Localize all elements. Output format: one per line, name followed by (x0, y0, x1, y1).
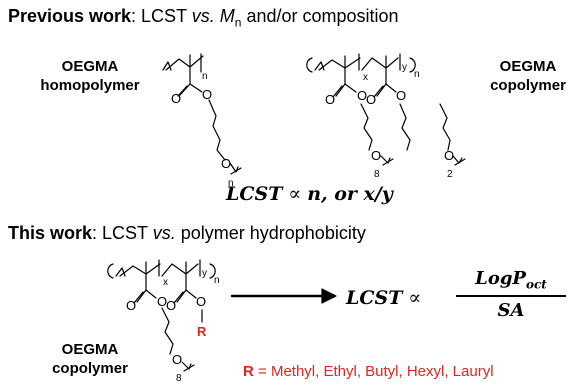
homopolymer-label: OEGMA homopolymer (40, 58, 140, 94)
fraction-bar (456, 294, 566, 297)
homo-ether-o: O (221, 156, 231, 171)
copolymer-label-top: OEGMA copolymer (490, 58, 566, 94)
bottom-y-subscript: y (202, 268, 207, 279)
copolymer-n-subscript: n (414, 69, 420, 80)
bottom-carbonyl-o-2: O (166, 298, 176, 313)
equation-lcst-n: LCST∝n, or x/y (226, 183, 393, 205)
copolymer-y-subscript: y (402, 62, 407, 73)
copolymer-x-subscript: x (363, 72, 368, 83)
copolymer-ester-o-2: O (396, 88, 406, 103)
copolymer-carbonyl-o-2: O (366, 92, 376, 107)
bottom-repeat-8: 8 (176, 373, 182, 384)
bottom-ether-o: O (172, 352, 182, 367)
copolymer-repeat-2: 2 (447, 169, 453, 180)
bottom-ester-o-1: O (157, 294, 167, 309)
reaction-arrow (230, 288, 337, 304)
copolymer-structure-bottom (107, 259, 216, 372)
copolymer-structure-top (306, 53, 466, 166)
previous-work-heading: Previous work: LCST vs. Mn and/or compos… (8, 6, 399, 30)
this-work-bold: This work (8, 223, 93, 243)
bottom-carbonyl-o-1: O (126, 298, 136, 313)
homo-ester-o: O (202, 87, 212, 102)
copolymer-ether-o-2: O (444, 148, 454, 163)
fraction-denominator: SA (497, 299, 525, 321)
copolymer-repeat-8: 8 (374, 169, 380, 180)
logp-over-sa-fraction: LogPoct SA (456, 268, 566, 321)
copolymer-ether-o-1: O (371, 148, 381, 163)
r-group-label: R (197, 324, 207, 339)
this-work-heading: This work: LCST vs. polymer hydrophobici… (8, 223, 366, 243)
r-substituent-note: R = Methyl, Ethyl, Butyl, Hexyl, Lauryl (243, 363, 494, 380)
homopolymer-n-subscript: n (202, 71, 208, 82)
equation-lcst-logp: LCST∝ (346, 287, 422, 309)
previous-work-bold: Previous work (8, 6, 132, 26)
homo-carbonyl-o: O (171, 91, 181, 106)
homopolymer-structure (162, 53, 242, 175)
copolymer-carbonyl-o-1: O (325, 92, 335, 107)
copolymer-label-bottom: OEGMA copolymer (52, 341, 128, 377)
bottom-ester-o-2: O (196, 294, 206, 309)
homo-repeat-n: n (228, 178, 234, 189)
copolymer-side-chain-2 (439, 103, 451, 151)
bottom-n-subscript: n (214, 275, 220, 286)
bottom-x-subscript: x (163, 277, 168, 288)
copolymer-ester-o-1: O (357, 88, 367, 103)
fraction-numerator: LogPoct (475, 268, 547, 292)
